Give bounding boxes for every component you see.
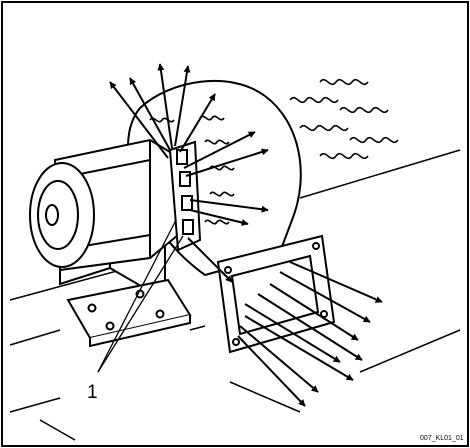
heat-wave-icon <box>339 106 389 114</box>
radiating-arrow-icon <box>189 199 269 213</box>
heat-wave-icon <box>204 139 230 145</box>
heat-wave-icon <box>349 136 399 144</box>
airflow-arrow-icon <box>244 303 341 363</box>
heat-wave-icon <box>209 191 235 197</box>
bolt-hole-icon <box>87 303 97 313</box>
callout-number: 1 <box>87 382 98 403</box>
bolt-hole-icon <box>155 309 165 319</box>
airflow-arrow-icon <box>239 325 319 393</box>
heat-wave-icon <box>204 219 230 225</box>
airflow-arrow-icon <box>289 261 383 303</box>
airflow-arrow-icon <box>237 335 306 407</box>
airflow-arrow-icon <box>279 271 371 323</box>
flange-hole-icon <box>320 310 328 318</box>
radiating-arrow-icon <box>129 77 171 151</box>
airflow-arrow-icon <box>257 293 363 361</box>
flange-hole-icon <box>224 266 232 274</box>
radiating-arrow-icon <box>109 81 169 159</box>
heat-wave-icon <box>199 115 225 121</box>
heat-wave-icon <box>289 96 339 104</box>
radiating-arrow-icon <box>183 131 256 169</box>
airflow-arrow-icon <box>269 283 359 341</box>
motor <box>29 138 180 272</box>
radiating-arrow-icon <box>174 65 191 147</box>
flange-hole-icon <box>312 242 320 250</box>
shaft-seal <box>168 140 202 252</box>
radiating-arrow-icon <box>189 209 249 226</box>
airflow-arrow-icon <box>244 315 354 381</box>
outlet-airflow-arrows <box>237 261 383 407</box>
callout-leader <box>97 219 184 373</box>
heat-wave-icon <box>299 124 349 132</box>
figure-code: 007_KL01_01 <box>420 435 464 442</box>
radiating-arrow-icon <box>157 63 173 149</box>
radiating-arrow-icon <box>179 93 216 153</box>
flange-hole-icon <box>232 338 240 346</box>
bolt-hole-icon <box>105 321 115 331</box>
radiating-arrow-icon <box>185 148 269 177</box>
radiating-arrows <box>109 63 269 283</box>
radiating-arrow-icon <box>187 237 233 283</box>
heat-wave-icon <box>319 152 369 160</box>
heat-wave-icon <box>319 78 369 86</box>
